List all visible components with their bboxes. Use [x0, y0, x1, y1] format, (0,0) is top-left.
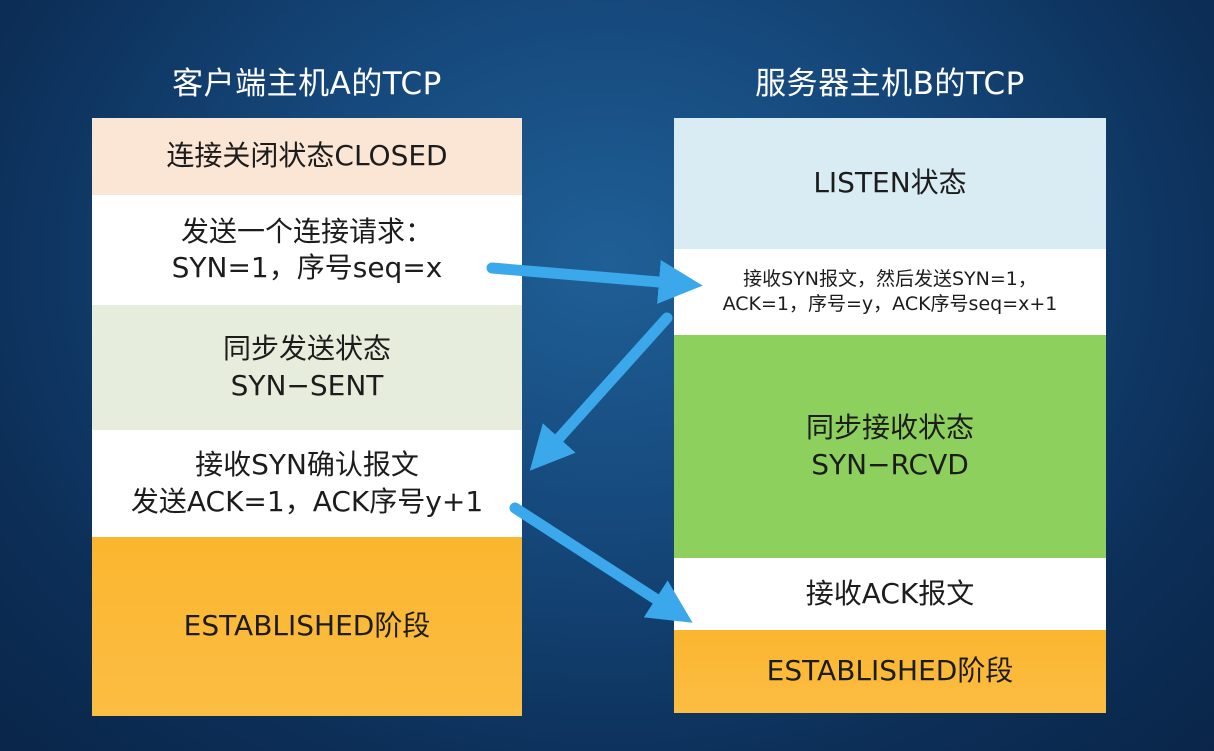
server-syn-rcvd-state: 同步接收状态 SYN−RCVD	[674, 335, 1106, 558]
server-syn-rcvd-line2: SYN−RCVD	[811, 447, 969, 481]
server-listen-label: LISTEN状态	[813, 166, 967, 200]
client-column: 连接关闭状态CLOSED 发送一个连接请求： SYN=1，序号seq=x 同步发…	[92, 118, 522, 716]
server-recv-line2: ACK=1，序号=y，ACK序号seq=x+1	[722, 293, 1058, 315]
client-recv-line2: 发送ACK=1，ACK序号y+1	[130, 484, 484, 518]
server-syn-rcvd-line1: 同步接收状态	[805, 411, 974, 445]
client-closed-label: 连接关闭状态CLOSED	[166, 139, 448, 173]
server-receive-syn: 接收SYN报文，然后发送SYN=1， ACK=1，序号=y，ACK序号seq=x…	[674, 249, 1106, 335]
server-column: LISTEN状态 接收SYN报文，然后发送SYN=1， ACK=1，序号=y，A…	[674, 118, 1106, 713]
server-receive-ack: 接收ACK报文	[674, 558, 1106, 630]
client-syn-sent-line1: 同步发送状态	[222, 332, 391, 366]
client-send-line2: SYN=1，序号seq=x	[171, 251, 443, 284]
ack-arrow	[509, 502, 693, 623]
server-established-state: ESTABLISHED阶段	[674, 630, 1106, 713]
client-established-label: ESTABLISHED阶段	[183, 609, 431, 643]
client-closed-state: 连接关闭状态CLOSED	[92, 118, 522, 195]
server-ack-label: 接收ACK报文	[805, 576, 975, 610]
server-listen-state: LISTEN状态	[674, 118, 1106, 249]
server-column-title: 服务器主机B的TCP	[755, 66, 1025, 102]
server-recv-line1: 接收SYN报文，然后发送SYN=1，	[743, 268, 1037, 291]
client-column-title: 客户端主机A的TCP	[172, 66, 442, 102]
client-established-state: ESTABLISHED阶段	[92, 537, 522, 716]
client-receive-syn-ack: 接收SYN确认报文 发送ACK=1，ACK序号y+1	[92, 430, 522, 537]
client-send-request: 发送一个连接请求： SYN=1，序号seq=x	[92, 195, 522, 305]
client-syn-sent-state: 同步发送状态 SYN−SENT	[92, 305, 522, 430]
client-syn-sent-line2: SYN−SENT	[230, 368, 384, 402]
client-recv-line1: 接收SYN确认报文	[195, 448, 419, 482]
client-send-line1: 发送一个连接请求：	[180, 214, 433, 248]
syn-ack-arrow	[529, 312, 673, 471]
server-established-label: ESTABLISHED阶段	[766, 654, 1014, 688]
